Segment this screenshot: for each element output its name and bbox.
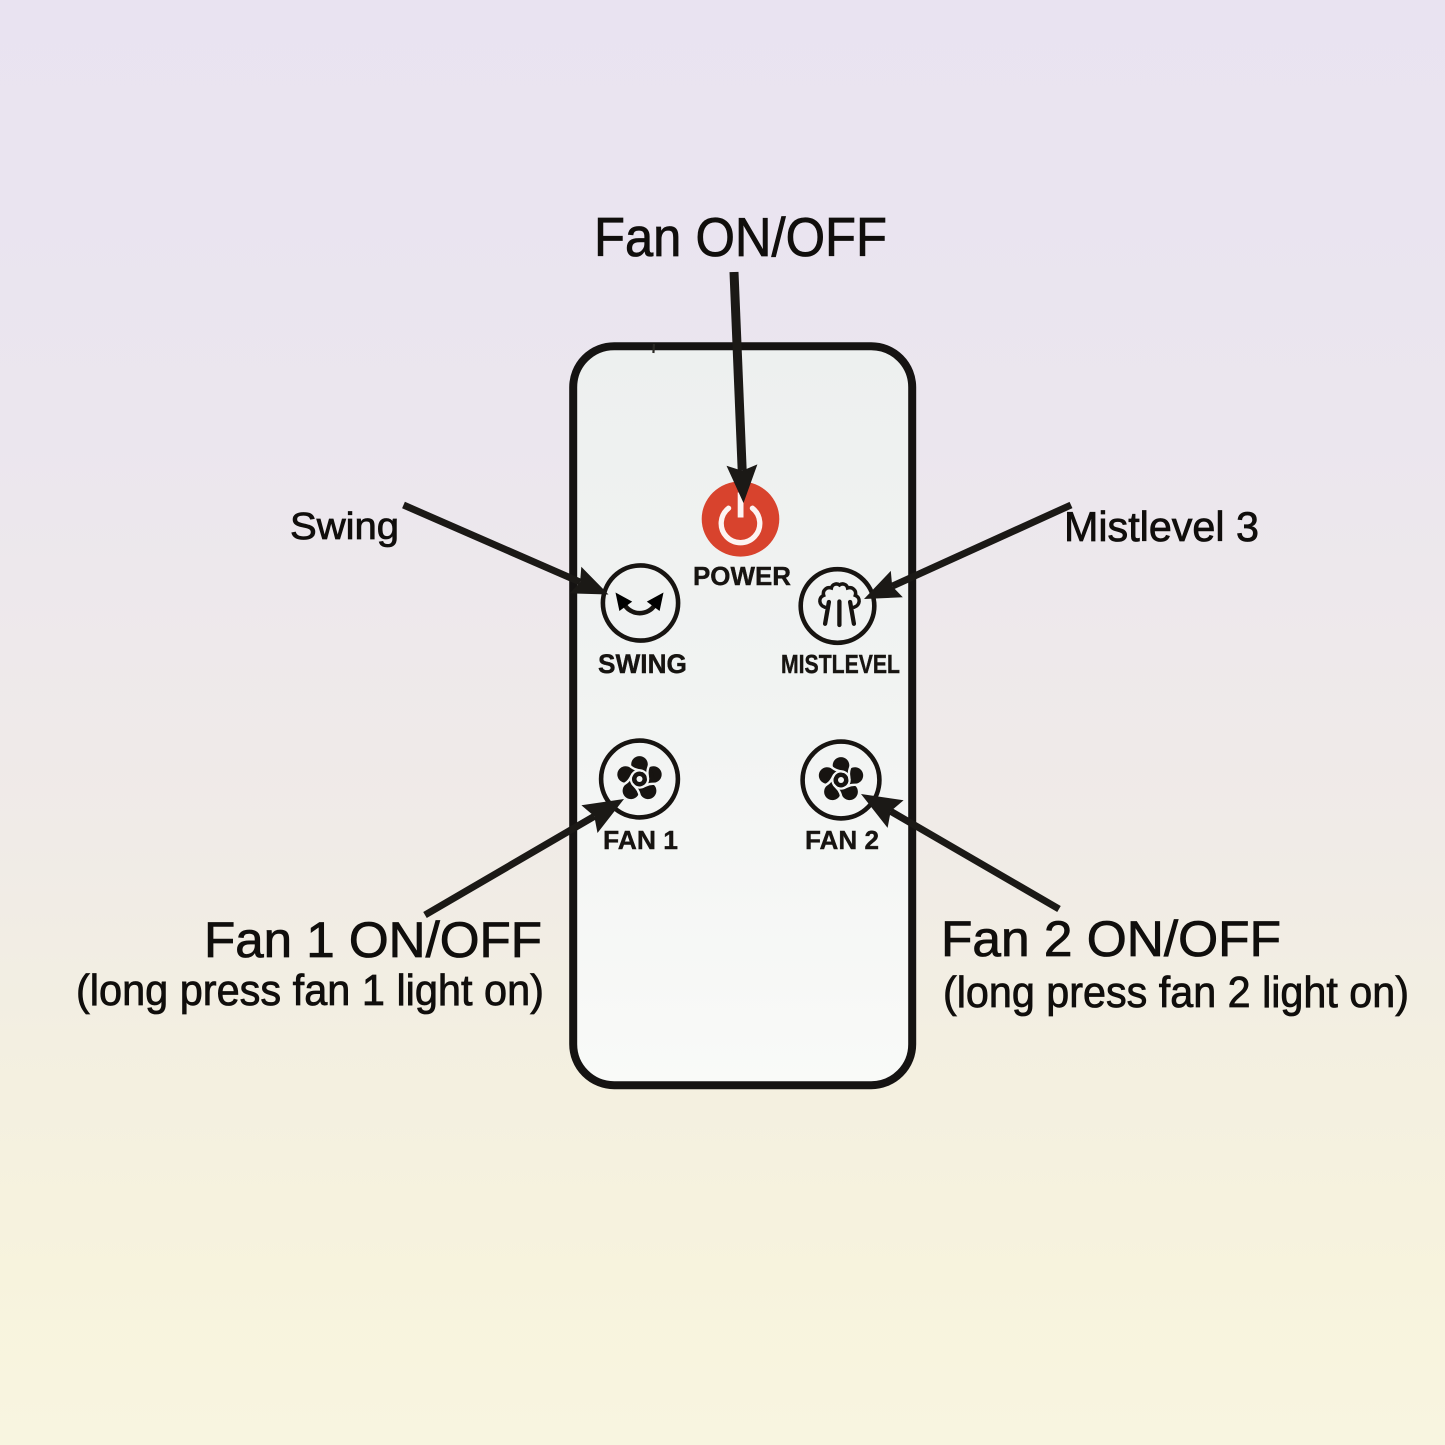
svg-text:Fan ON/OFF: Fan ON/OFF: [594, 206, 887, 268]
svg-text:POWER: POWER: [693, 561, 791, 591]
svg-text:Fan 2 ON/OFF: Fan 2 ON/OFF: [941, 911, 1281, 967]
svg-text:(long press fan 2 light on): (long press fan 2 light on): [943, 968, 1409, 1017]
svg-text:FAN 1: FAN 1: [603, 825, 678, 855]
svg-text:MISTLEVEL: MISTLEVEL: [781, 649, 900, 679]
svg-text:SWING: SWING: [598, 649, 687, 679]
svg-text:Swing: Swing: [290, 506, 399, 548]
svg-text:(long press fan 1 light on): (long press fan 1 light on): [76, 966, 544, 1015]
svg-text:Fan 1 ON/OFF: Fan 1 ON/OFF: [204, 912, 542, 968]
svg-text:Mistlevel 3: Mistlevel 3: [1064, 503, 1259, 550]
svg-text:FAN 2: FAN 2: [805, 825, 879, 855]
